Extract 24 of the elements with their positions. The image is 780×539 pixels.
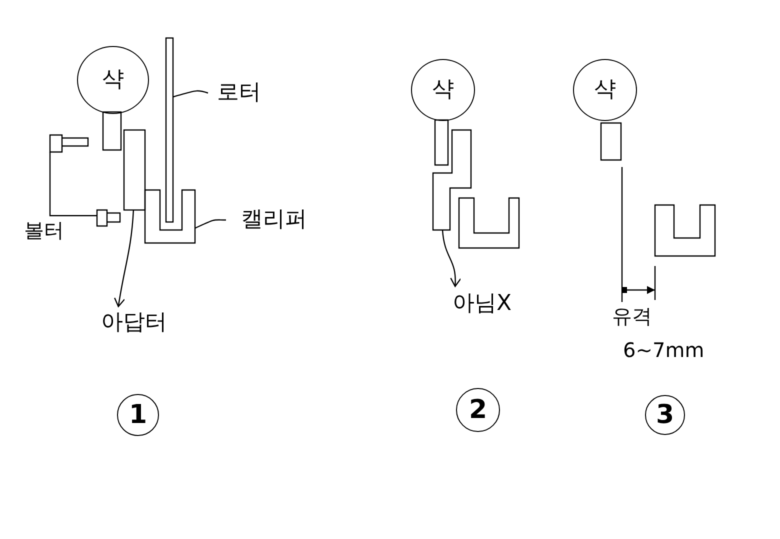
part-label: 로터 [208, 80, 270, 106]
part-label: 볼터 [24, 220, 64, 240]
dimension-value: 6~7mm [623, 340, 704, 360]
bolt-drawing [96, 209, 121, 227]
adapter-bar [123, 129, 146, 211]
leader-line [172, 90, 208, 98]
arrow [442, 230, 461, 287]
adapter-drawing [432, 129, 472, 231]
shaft-circle: 샥 [573, 59, 637, 121]
bolt-drawing [49, 134, 89, 153]
step-number: 1 [117, 394, 159, 436]
part-label: 아님X [440, 288, 524, 320]
step-number: 2 [456, 388, 500, 432]
shaft-circle: 샥 [411, 59, 475, 121]
rotor-bar [165, 37, 174, 223]
dimension-label: 유격 [612, 306, 652, 326]
shaft-circle: 샥 [77, 46, 149, 114]
part-label: 캘리퍼 [226, 206, 322, 234]
part-label: 아답터 [100, 308, 168, 338]
step-number: 3 [645, 395, 685, 435]
arrow [114, 210, 134, 308]
leader-line [49, 152, 97, 216]
caliper-drawing [144, 189, 196, 244]
leader-line [194, 219, 226, 229]
